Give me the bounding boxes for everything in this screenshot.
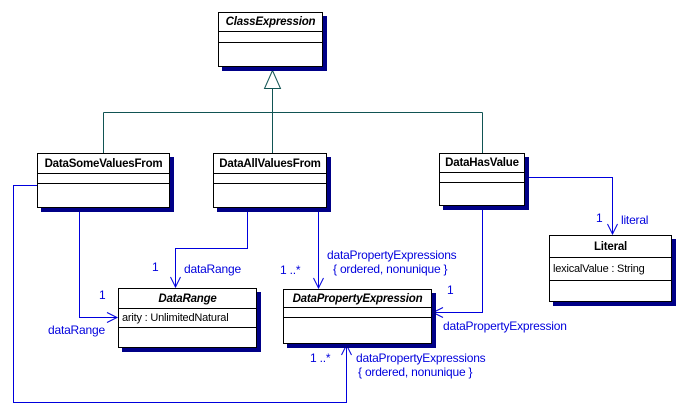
role-label: dataPropertyExpression [443, 319, 567, 333]
role-label: dataPropertyExpressions [327, 248, 457, 262]
multiplicity-label: 1 [596, 211, 603, 225]
class-classexpression[interactable]: ClassExpression [218, 12, 323, 67]
generalization-triangle-icon [263, 69, 282, 89]
arrowhead-icon [106, 312, 119, 323]
class-datapropertyexpression[interactable]: DataPropertyExpression [283, 289, 432, 344]
class-name: ClassExpression [219, 13, 322, 32]
arrowhead-icon [607, 223, 618, 236]
attributes-compartment [38, 174, 169, 184]
attribute-row: arity : UnlimitedNatural [119, 309, 256, 328]
class-datasomevaluesfrom[interactable]: DataSomeValuesFrom [37, 153, 170, 208]
role-label: dataRange [184, 262, 241, 276]
class-name: DataPropertyExpression [284, 290, 431, 308]
operations-compartment [219, 43, 322, 66]
association-edges [13, 177, 618, 403]
role-label: literal [621, 213, 649, 227]
class-name: Literal [550, 236, 671, 258]
multiplicity-label: 1 ..* [310, 351, 331, 365]
class-name: DataSomeValuesFrom [38, 154, 169, 174]
class-name: DataAllValuesFrom [214, 154, 326, 174]
multiplicity-label: 1 ..* [280, 263, 301, 277]
generalization-edges [103, 69, 483, 153]
arrowhead-icon [170, 276, 181, 289]
operations-compartment [38, 184, 169, 207]
arrowhead-icon [341, 343, 352, 356]
attributes-compartment [214, 174, 326, 184]
constraint-label: { ordered, nonunique } [358, 365, 473, 379]
arrowhead-icon [431, 307, 444, 318]
class-datahasvalue[interactable]: DataHasValue [439, 153, 525, 206]
attributes-compartment [219, 32, 322, 43]
constraint-label: { ordered, nonunique } [333, 262, 448, 276]
operations-compartment [284, 318, 431, 343]
class-name: DataRange [119, 289, 256, 309]
operations-compartment [214, 184, 326, 207]
operations-compartment [550, 281, 671, 301]
role-label: dataPropertyExpressions [356, 351, 486, 365]
attributes-compartment [440, 173, 524, 183]
class-name: DataHasValue [440, 154, 524, 173]
arrowhead-icon [313, 277, 324, 290]
multiplicity-label: 1 [99, 288, 106, 302]
multiplicity-label: 1 [152, 260, 159, 274]
class-dataallvaluesfrom[interactable]: DataAllValuesFrom [213, 153, 327, 208]
attribute-row: lexicalValue : String [550, 258, 671, 281]
class-literal[interactable]: Literal lexicalValue : String [549, 235, 672, 302]
role-label: dataRange [48, 323, 105, 337]
multiplicity-label: 1 [447, 283, 454, 297]
operations-compartment [119, 328, 256, 347]
attributes-compartment [284, 308, 431, 318]
operations-compartment [440, 183, 524, 205]
class-datarange[interactable]: DataRange arity : UnlimitedNatural [118, 288, 257, 348]
